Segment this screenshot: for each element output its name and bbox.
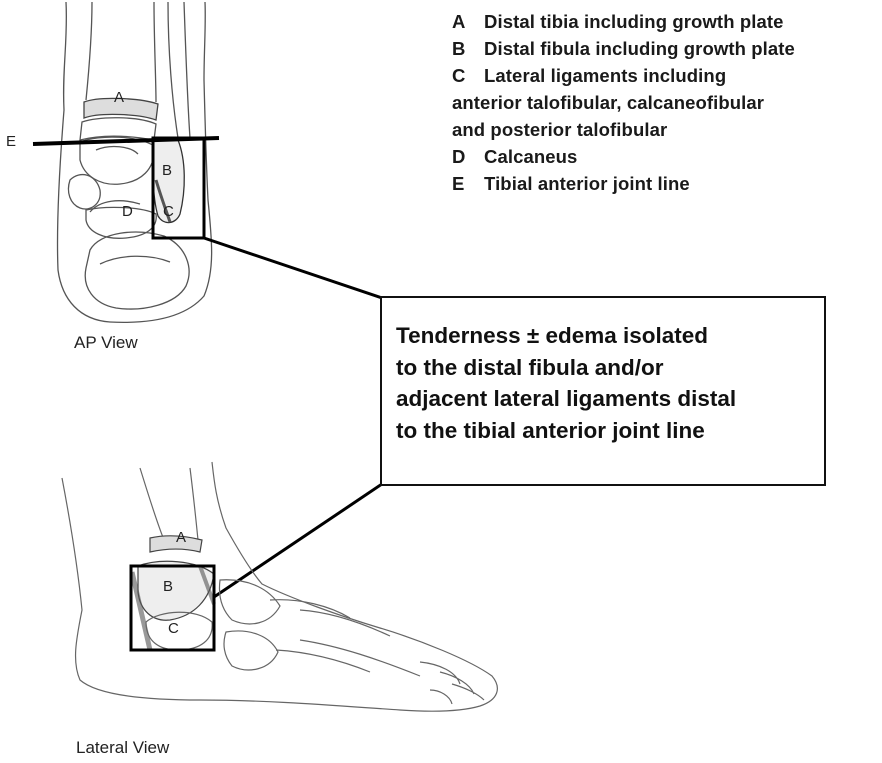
ap-marker-b: B — [162, 162, 172, 179]
callout-line: to the tibial anterior joint line — [396, 415, 814, 447]
ap-marker-e: E — [6, 133, 16, 150]
ap-marker-d: D — [122, 203, 133, 220]
legend-continuation: and posterior talofibular — [452, 116, 877, 143]
lateral-view-label: Lateral View — [76, 738, 169, 758]
lateral-marker-c: C — [168, 620, 179, 637]
legend-text: Calcaneus — [484, 146, 577, 167]
ap-view-label: AP View — [74, 333, 138, 353]
legend-letter: E — [452, 170, 484, 197]
legend-text: Distal tibia including growth plate — [484, 11, 784, 32]
connector-lower — [214, 484, 382, 597]
legend-text: Lateral ligaments including — [484, 65, 726, 86]
legend-letter: B — [452, 35, 484, 62]
legend-letter: D — [452, 143, 484, 170]
callout-line: to the distal fibula and/or — [396, 352, 814, 384]
connector-upper — [204, 238, 382, 298]
lateral-marker-a: A — [176, 529, 186, 546]
callout-line: adjacent lateral ligaments distal — [396, 383, 814, 415]
lateral-view-drawing — [62, 462, 497, 711]
callout-line: Tenderness ± edema isolated — [396, 320, 814, 352]
legend-letter: C — [452, 62, 484, 89]
legend-text: Distal fibula including growth plate — [484, 38, 795, 59]
legend-text: Tibial anterior joint line — [484, 173, 690, 194]
ap-view-drawing — [57, 2, 211, 322]
legend-continuation: anterior talofibular, calcaneofibular — [452, 89, 877, 116]
criteria-callout: Tenderness ± edema isolated to the dista… — [380, 296, 826, 486]
ap-marker-c: C — [163, 203, 174, 220]
legend-letter: A — [452, 8, 484, 35]
lateral-marker-b: B — [163, 578, 173, 595]
ap-marker-a: A — [114, 89, 124, 106]
